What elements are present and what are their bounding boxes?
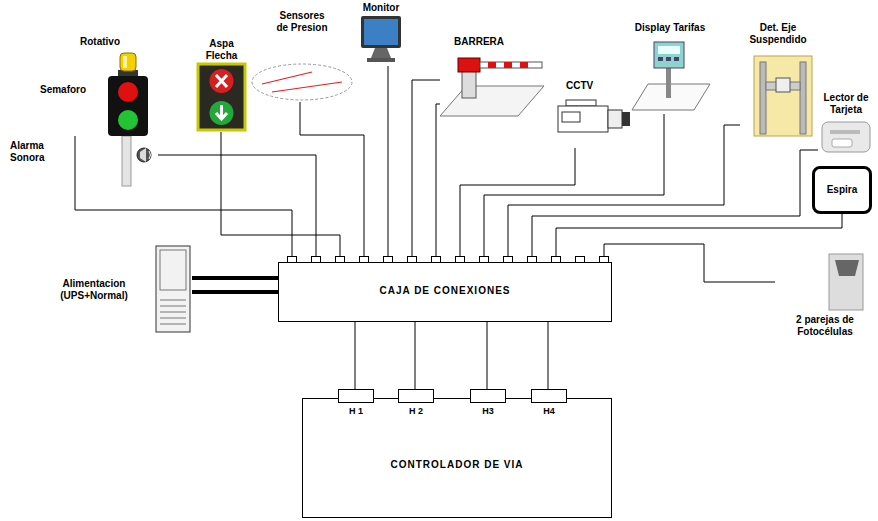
beacon-device: Rotativo [78,36,148,76]
connector-port: H4 [531,389,569,419]
wire [388,66,389,262]
node-label: Monitor [355,2,407,14]
wire [412,80,440,262]
node-label: Espira [815,184,869,196]
node-label: Rotativo [80,36,140,48]
node-label: Display Tarifas [628,22,712,34]
wire [487,322,488,389]
node-label: H 2 [398,405,434,417]
loop-box: Espira [812,166,872,214]
node-label: H 1 [338,405,374,417]
semaphore-pole [122,136,131,186]
port-tab [527,256,537,263]
connector-port: H 2 [398,389,436,419]
port-tab [359,256,369,263]
wire [532,150,818,262]
lane-controller: CONTROLADOR DE VIA H 1 H 2 H3 H4 [302,398,612,518]
port-tab [407,256,417,263]
monitor-device: Monitor [355,0,409,66]
port-tab [479,256,489,263]
port-tab [335,256,345,263]
node-label: Aspa Flecha [201,38,242,62]
tariff-display-device: Display Tarifas [628,22,714,114]
node-label: Alarma Sonora [10,140,60,164]
traffic-light-device: Semaforo [38,76,150,136]
camera-device: CCTV [552,78,632,148]
tariff-display [628,22,712,114]
node-label: CCTV [566,80,626,92]
junction-box: CAJA DE CONEXIONES [278,262,612,322]
wire [556,214,842,262]
node-label: Semaforo [40,84,100,96]
port-tab [503,256,513,263]
lane-signal-device: Aspa Flecha [193,38,250,132]
port-tab [599,256,609,263]
barrier-device: BARRERA [440,34,546,118]
wire [484,114,664,262]
power-cable [192,276,278,280]
connector-port: H 1 [338,389,376,419]
node-label: 2 parejas de Fotocélulas [775,314,875,338]
wire [355,322,356,389]
port-tab [311,256,321,263]
node-label: BARRERA [454,36,524,48]
sensor-device: Sensores de Presion [250,2,354,102]
wire [508,125,740,262]
wire [415,322,416,389]
node-label: Lector de Tarjeta [818,92,874,116]
node-label: H3 [470,405,506,417]
node-label: Det. Eje Suspendido [740,22,816,46]
power-cable [192,290,278,294]
wire [221,132,340,262]
node-label: Sensores de Presion [274,10,330,34]
port-tab [383,256,393,263]
wire [604,244,775,282]
node-label: H4 [531,405,567,417]
axle-detector-device: Det. Eje Suspendido [740,22,818,138]
wire [548,322,549,389]
node-label: CAJA DE CONEXIONES [279,285,611,297]
photocell-device: 2 parejas de Fotocélulas [775,252,877,350]
port-tab [455,256,465,263]
node-label: CONTROLADOR DE VIA [303,459,611,471]
alarm-device: Alarma Sonora [8,138,158,172]
power-supply-device: Alimentacion (UPS+Normal) [48,244,192,336]
port-tab [431,256,441,263]
wire [436,104,440,262]
port-tab [575,256,585,263]
node-label: Alimentacion (UPS+Normal) [48,278,140,302]
card-reader-device: Lector de Tarjeta [818,92,876,158]
connector-port: H3 [470,389,508,419]
port-tab [551,256,561,263]
wire [300,102,364,262]
port-tab [287,256,297,263]
